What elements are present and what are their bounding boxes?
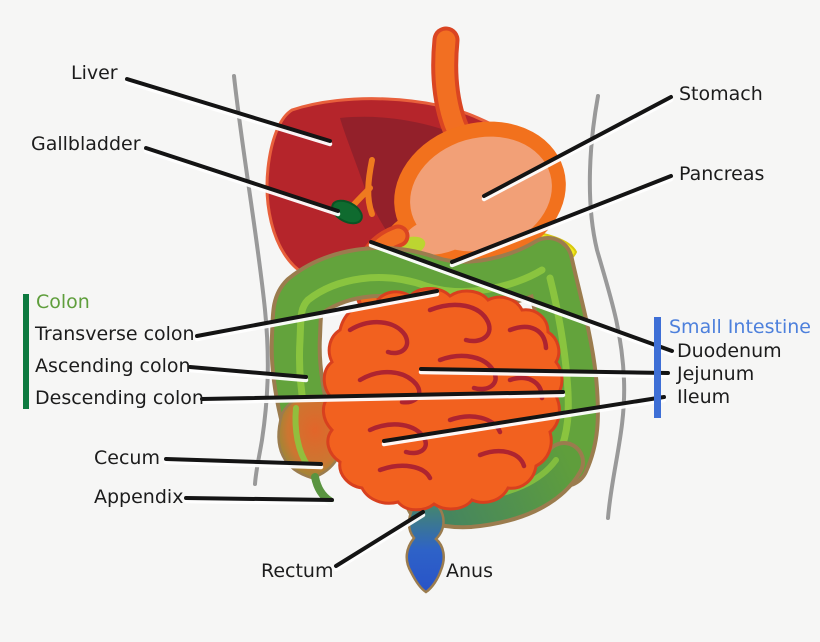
label-stomach: Stomach (679, 83, 763, 105)
leader-jejunum (419, 367, 670, 375)
leader-liver (125, 77, 332, 143)
label-ascending-colon: Ascending colon (35, 355, 191, 377)
label-duodenum: Duodenum (677, 340, 782, 362)
small-intestine-group-heading: Small Intestine (669, 316, 811, 338)
label-transverse-colon: Transverse colon (35, 323, 195, 345)
leader-pancreas (450, 174, 673, 264)
colon-group-bar (23, 294, 29, 409)
colon-shape (269, 236, 600, 488)
label-jejunum: Jejunum (677, 363, 755, 385)
label-appendix: Appendix (94, 486, 184, 508)
leader-ascending-colon (188, 365, 308, 379)
body-outline (232, 74, 627, 520)
label-rectum: Rectum (261, 560, 334, 582)
label-cecum: Cecum (94, 447, 160, 469)
leader-ileum (382, 395, 666, 443)
leader-descending-colon (200, 390, 565, 401)
label-anus: Anus (446, 560, 493, 582)
label-pancreas: Pancreas (679, 163, 765, 185)
leader-duodenum (369, 240, 674, 353)
leader-appendix (184, 496, 334, 502)
leader-cecum (164, 457, 323, 466)
label-liver: Liver (71, 62, 118, 84)
leader-rectum (334, 510, 425, 568)
appendix-shape (311, 473, 334, 505)
leader-stomach (482, 95, 673, 198)
label-descending-colon: Descending colon (35, 387, 204, 409)
small-intestine-group-bar (654, 317, 661, 418)
leader-lines (124, 77, 675, 572)
label-gallbladder: Gallbladder (31, 133, 141, 155)
label-ileum: Ileum (677, 386, 731, 408)
leader-gallbladder (144, 146, 340, 213)
colon-group-heading: Colon (36, 291, 90, 313)
body-outline-left (232, 74, 270, 486)
rectum-shape (405, 496, 445, 594)
body-outline-right (587, 94, 627, 520)
intestine-coil-lines (347, 302, 549, 481)
gallbladder-shape (331, 199, 363, 225)
leader-transverse-colon (195, 289, 439, 338)
